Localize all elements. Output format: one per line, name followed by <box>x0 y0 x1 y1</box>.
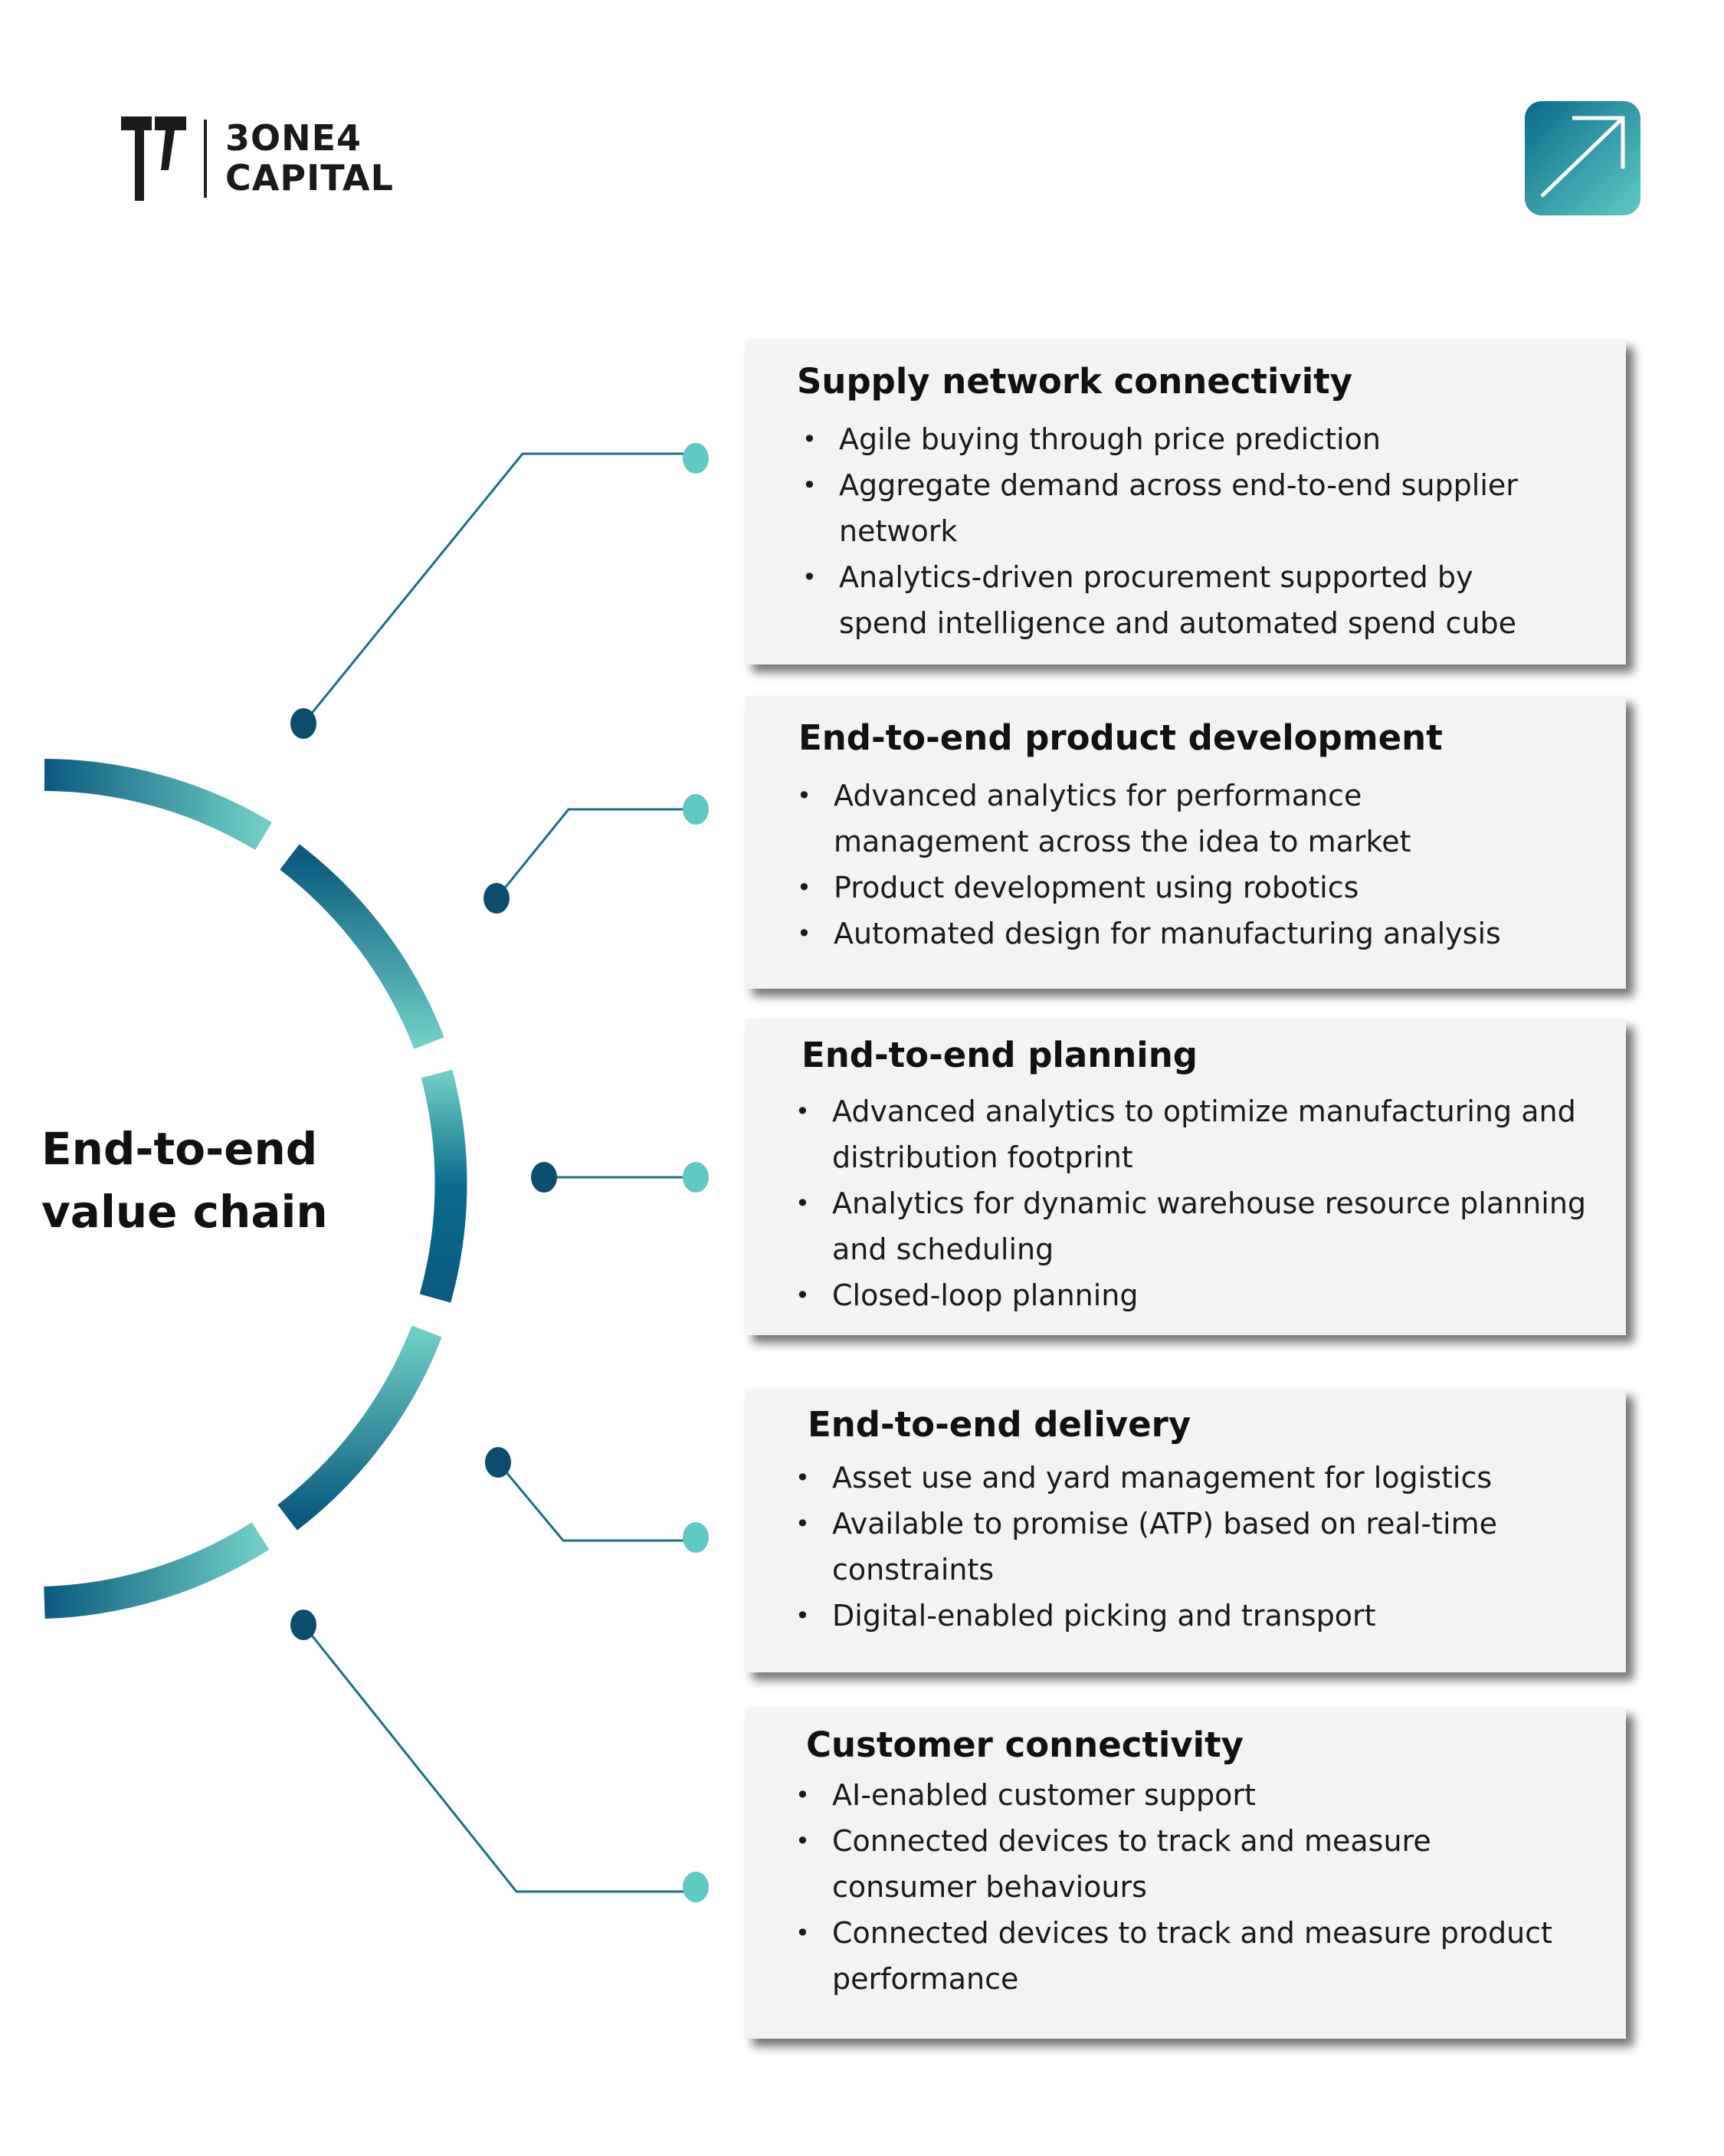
arc-segment-1 <box>44 759 272 851</box>
bullet-list: Asset use and yard management for logist… <box>795 1455 1562 1639</box>
brand-name: 3ONE4 CAPITAL <box>225 118 394 198</box>
bullet-item: Advanced analytics for performance manag… <box>797 773 1563 865</box>
connector-4 <box>497 1462 693 1542</box>
dot-dark <box>290 1610 316 1640</box>
center-title: End-to-end value chain <box>41 1117 363 1243</box>
arrow-up-right-icon[interactable] <box>1525 101 1640 215</box>
card-supply-network: Supply network connectivity Agile buying… <box>745 340 1626 665</box>
logo-mark-icon <box>121 116 186 201</box>
bullet-item: Connected devices to track and measure p… <box>795 1910 1562 2002</box>
bullet-item: Advanced analytics to optimize manufactu… <box>795 1088 1592 1180</box>
center-title-line2: value chain <box>41 1186 328 1238</box>
arc-segment-4 <box>277 1325 442 1531</box>
dot-light <box>683 443 709 474</box>
card-title: Customer connectivity <box>806 1724 1244 1765</box>
dot-light <box>683 794 709 825</box>
card-planning: End-to-end planning Advanced analytics t… <box>745 1019 1626 1335</box>
connector-5 <box>302 1624 693 1893</box>
card-title: End-to-end planning <box>801 1035 1198 1075</box>
bullet-item: Digital-enabled picking and transport <box>795 1593 1562 1639</box>
bullet-list: Advanced analytics for performance manag… <box>797 773 1563 957</box>
bullet-item: Automated design for manufacturing analy… <box>797 911 1563 957</box>
brand-line2: CAPITAL <box>225 157 394 199</box>
card-title: Supply network connectivity <box>797 361 1353 402</box>
dot-dark <box>531 1162 557 1193</box>
card-title: End-to-end product development <box>798 717 1443 758</box>
dot-light <box>683 1162 709 1193</box>
card-product-development: End-to-end product development Advanced … <box>745 696 1626 989</box>
brand-line1: 3ONE4 <box>225 117 362 159</box>
card-customer-connectivity: Customer connectivity AI-enabled custome… <box>745 1708 1626 2039</box>
bullet-list: AI-enabled customer support Connected de… <box>795 1772 1562 2002</box>
card-delivery: End-to-end delivery Asset use and yard m… <box>745 1389 1626 1672</box>
arc-segment-5 <box>44 1522 270 1619</box>
bullet-list: Advanced analytics to optimize manufactu… <box>795 1088 1592 1318</box>
dot-dark <box>483 883 510 914</box>
dot-light <box>683 1522 709 1553</box>
bullet-item: Agile buying through price prediction <box>802 416 1568 462</box>
brand-logo: 3ONE4 CAPITAL <box>121 116 412 201</box>
bullet-list: Agile buying through price prediction Ag… <box>802 416 1568 646</box>
arc-segment-2 <box>280 844 444 1049</box>
dot-light <box>683 1872 709 1902</box>
connector-dots <box>290 443 709 1902</box>
bullet-item: Connected devices to track and measure c… <box>795 1818 1562 1910</box>
bullet-item: Analytics for dynamic warehouse resource… <box>795 1180 1592 1272</box>
connector-2 <box>495 808 693 899</box>
bullet-item: Aggregate demand across end-to-end suppl… <box>802 462 1568 554</box>
arc-segment-3 <box>419 1069 467 1303</box>
bullet-item: Asset use and yard management for logist… <box>795 1455 1562 1501</box>
dot-dark <box>485 1447 511 1478</box>
logo-divider <box>204 120 207 198</box>
center-title-line1: End-to-end <box>41 1123 318 1175</box>
dot-dark <box>290 708 316 739</box>
bullet-item: Available to promise (ATP) based on real… <box>795 1501 1562 1593</box>
bullet-item: AI-enabled customer support <box>795 1772 1562 1818</box>
connector-1 <box>302 452 693 724</box>
bullet-item: Product development using robotics <box>797 865 1563 911</box>
bullet-item: Analytics-driven procurement supported b… <box>802 554 1568 646</box>
bullet-item: Closed-loop planning <box>795 1272 1592 1318</box>
card-title: End-to-end delivery <box>808 1404 1191 1445</box>
